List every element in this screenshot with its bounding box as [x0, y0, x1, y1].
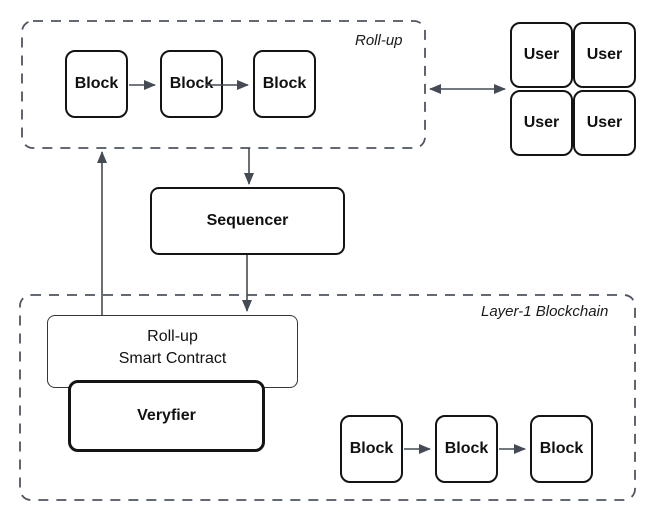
layer1-group-label: Layer-1 Blockchain [481, 303, 609, 320]
sequencer-node: Sequencer [150, 187, 345, 255]
user-node-4: User [573, 90, 636, 156]
user-node-1: User [510, 22, 573, 88]
rollup-block-2: Block [160, 50, 223, 118]
layer1-block-3: Block [530, 415, 593, 483]
rollup-block-1: Block [65, 50, 128, 118]
smart-contract-node: Roll-up Smart Contract [47, 315, 298, 388]
rollup-group-label: Roll-up [355, 32, 403, 49]
user-node-2: User [573, 22, 636, 88]
user-node-3: User [510, 90, 573, 156]
smart-contract-line2: Smart Contract [118, 349, 227, 367]
layer1-block-2: Block [435, 415, 498, 483]
verifier-node: Veryfier [68, 380, 265, 452]
smart-contract-line1: Roll-up [147, 328, 198, 345]
layer1-block-1: Block [340, 415, 403, 483]
rollup-block-3: Block [253, 50, 316, 118]
